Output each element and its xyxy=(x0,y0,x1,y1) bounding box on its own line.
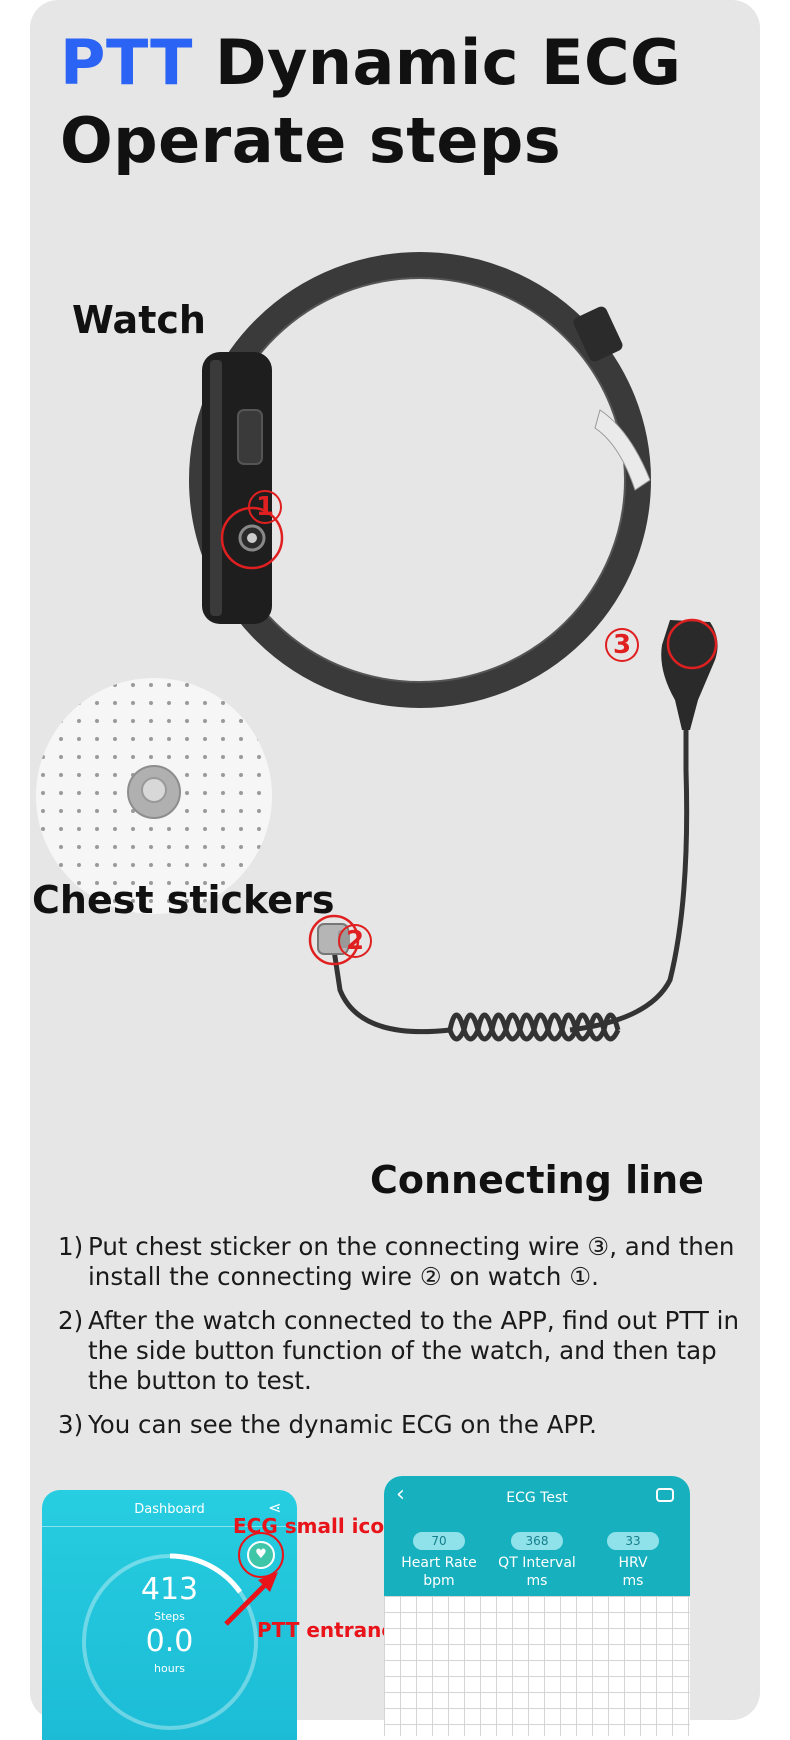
hours-label: hours xyxy=(154,1662,185,1675)
metric-unit: ms xyxy=(622,1573,644,1589)
header-divider xyxy=(42,1526,297,1527)
title-line2: Operate steps xyxy=(60,104,562,177)
step-text: Put chest sticker on the connecting wire… xyxy=(88,1232,735,1291)
metric-value: 33 xyxy=(607,1532,659,1550)
metric-value: 70 xyxy=(413,1532,465,1550)
marker-3: 3 xyxy=(605,628,639,662)
metric-value: 368 xyxy=(511,1532,563,1550)
marker-2: 2 xyxy=(338,924,372,958)
step-item: 1) Put chest sticker on the connecting w… xyxy=(58,1232,748,1292)
ecg-icon-annotation: ECG small icon xyxy=(233,1514,399,1538)
dashboard-title: Dashboard xyxy=(134,1502,205,1517)
ecg-test-screenshot: ‹ ECG Test 70 Heart Rate bpm 368 QT Inte… xyxy=(384,1476,690,1736)
ptt-entrance-annotation: PTT entrance xyxy=(257,1618,407,1642)
ecg-small-icon[interactable]: ♥ xyxy=(247,1541,275,1569)
step-item: 2) After the watch connected to the APP,… xyxy=(58,1306,748,1396)
watch-label: Watch xyxy=(72,298,206,342)
ecg-title: ECG Test xyxy=(506,1490,568,1506)
product-card: PTT Dynamic ECG Operate steps Watch 1 xyxy=(30,0,760,1720)
chest-stickers-label: Chest stickers xyxy=(32,878,335,922)
metric-unit: bpm xyxy=(423,1573,455,1589)
connecting-line-label: Connecting line xyxy=(370,1158,704,1202)
chest-sticker-illustration xyxy=(36,678,272,914)
watch-illustration xyxy=(189,252,651,708)
page-title: PTT Dynamic ECG Operate steps xyxy=(60,24,681,180)
metric-heart-rate: 70 Heart Rate bpm xyxy=(394,1532,484,1590)
hours-value: 0.0 xyxy=(145,1624,194,1659)
step-number: 3) xyxy=(58,1410,84,1439)
title-rest: Dynamic ECG xyxy=(192,26,682,99)
back-icon[interactable]: ‹ xyxy=(396,1482,405,1507)
toggle-icon[interactable] xyxy=(656,1488,674,1502)
metric-name: Heart Rate xyxy=(401,1555,477,1571)
connecting-line-illustration xyxy=(308,618,718,1042)
steps-label: Steps xyxy=(154,1610,185,1623)
marker-1: 1 xyxy=(248,490,282,524)
step-item: 3) You can see the dynamic ECG on the AP… xyxy=(58,1410,748,1440)
metric-hrv: 33 HRV ms xyxy=(588,1532,678,1590)
step-text: After the watch connected to the APP, fi… xyxy=(88,1306,740,1395)
share-icon[interactable]: ⋖ xyxy=(268,1498,282,1517)
title-accent: PTT xyxy=(60,26,193,99)
step-number: 1) xyxy=(58,1232,84,1261)
step-number: 2) xyxy=(58,1306,84,1335)
step-text: You can see the dynamic ECG on the APP. xyxy=(88,1410,597,1439)
metric-unit: ms xyxy=(526,1573,548,1589)
metric-name: HRV xyxy=(618,1555,648,1571)
metric-name: QT Interval xyxy=(498,1555,576,1571)
steps-value: 413 xyxy=(140,1572,199,1607)
ecg-grid xyxy=(384,1596,690,1736)
metric-qt-interval: 368 QT Interval ms xyxy=(492,1532,582,1590)
ecg-icon-highlight xyxy=(238,1532,284,1578)
instruction-steps: 1) Put chest sticker on the connecting w… xyxy=(58,1232,748,1454)
arrow-icon xyxy=(224,1572,278,1626)
